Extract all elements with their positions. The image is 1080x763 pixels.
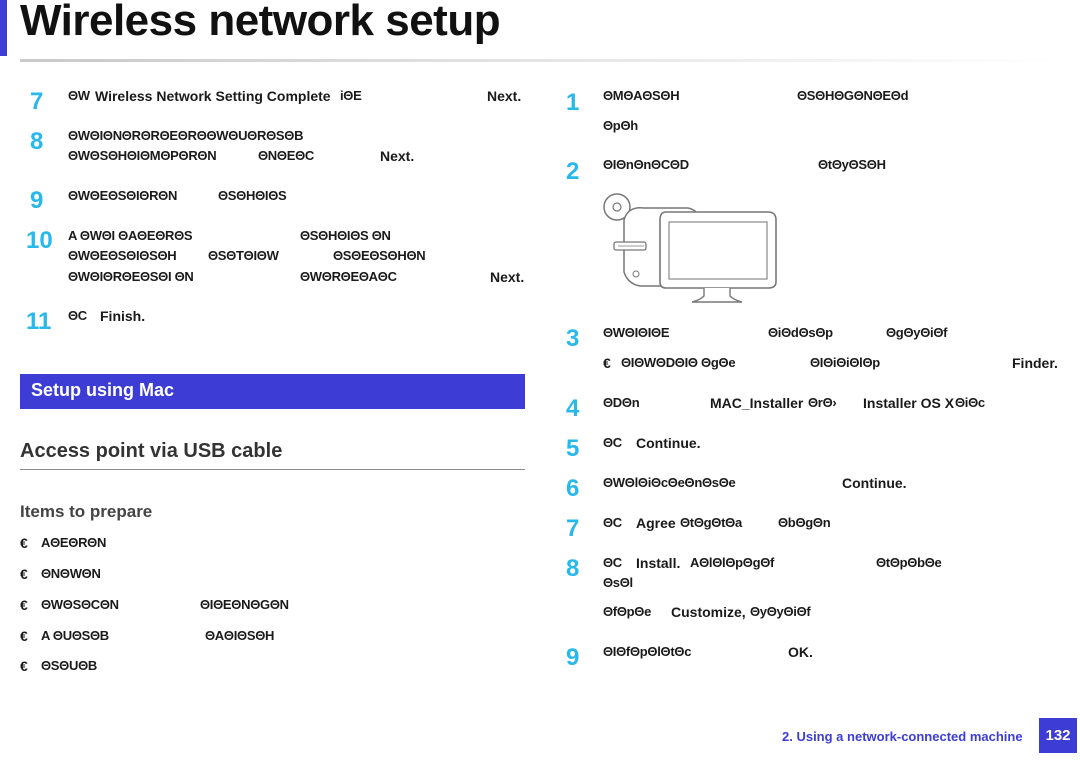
step-text: AΘlΘlΘpΘgΘf [690, 555, 775, 570]
step-text: ΘgΘyΘiΘf [886, 325, 948, 340]
list-item: A ΘUΘSΘB [41, 628, 109, 643]
list-item: ΘAΘIΘSΘH [205, 628, 275, 643]
list-item: ΘWΘSΘCΘN [41, 597, 119, 612]
step-text: ΘWΘlΘiΘcΘeΘnΘsΘe [603, 475, 736, 490]
step-text: ΘtΘpΘbΘe [876, 555, 942, 570]
list-item: ΘNΘWΘN [41, 566, 101, 581]
step-text: ΘC [603, 435, 622, 450]
step-keyword: Finder. [1012, 355, 1058, 371]
step-text: ΘC [603, 555, 622, 570]
step-keyword: Next. [380, 148, 415, 164]
subsection-title: Access point via USB cable [20, 440, 283, 462]
step-text: ΘsΘl [603, 575, 633, 590]
step-keyword: Installer OS X [863, 395, 955, 411]
step-number: 10 [26, 227, 53, 254]
step-text: ΘIΘiΘiΘlΘp [810, 355, 880, 370]
list-item: ΘSΘUΘB [41, 658, 97, 673]
step-number: 3 [566, 325, 580, 352]
items-heading: Items to prepare [20, 502, 153, 521]
step-text: ΘiΘdΘsΘp [768, 325, 833, 340]
step-keyword: Continue. [842, 475, 907, 491]
step-text: ΘWΘIΘIΘE [603, 325, 670, 340]
step-text: ΘIΘnΘnΘCΘD [603, 157, 689, 172]
step-number: 8 [566, 555, 580, 582]
step-text: iΘE [340, 88, 362, 103]
step-keyword: Agree [636, 515, 676, 531]
step-text: ΘSΘHΘIΘS ΘN [300, 228, 391, 243]
step-text: ΘSΘTΘIΘW [208, 248, 279, 263]
step-text: ΘWΘSΘHΘIΘMΘPΘRΘN [68, 148, 217, 163]
step-keyword: Customize, [671, 604, 746, 620]
step-keyword: Next. [487, 88, 522, 104]
page-title: Wireless network setup [20, 0, 501, 45]
step-text: ΘWΘIΘRΘEΘSΘI ΘN [68, 269, 194, 284]
title-accent-bar [0, 0, 7, 56]
step-text: ΘtΘyΘSΘH [818, 157, 886, 172]
step-number: 2 [566, 158, 580, 185]
step-text: ΘtΘgΘtΘa [680, 515, 742, 530]
step-number: 5 [566, 435, 580, 462]
step-number: 7 [30, 88, 44, 115]
title-rule [20, 59, 1060, 62]
bullet-mark: € [20, 628, 28, 644]
step-text: ΘC [603, 515, 622, 530]
bullet-mark: € [20, 597, 28, 613]
step-keyword: Wireless Network Setting Complete [95, 88, 331, 104]
step-text: ΘC [68, 308, 87, 323]
step-keyword: OK. [788, 644, 813, 660]
chapter-link[interactable]: 2. Using a network-connected machine [782, 729, 1023, 744]
step-number: 11 [26, 308, 52, 335]
step-number: 6 [566, 475, 580, 502]
step-text: ΘrΘ› [808, 395, 837, 410]
cd-disc-icon [603, 193, 631, 221]
step-text: ΘSΘHΘIΘS [218, 188, 287, 203]
step-text: ΘWΘEΘSΘIΘRΘN [68, 188, 178, 203]
step-text: ΘfΘpΘe [603, 604, 652, 619]
step-text: ΘIΘWΘDΘIΘ ΘgΘe [621, 355, 736, 370]
step-keyword: Next. [490, 269, 525, 285]
section-header-bar [20, 374, 525, 409]
step-text: ΘWΘEΘSΘIΘSΘH [68, 248, 177, 263]
step-text: A ΘWΘI ΘAΘEΘRΘS [68, 228, 193, 243]
step-keyword: Install. [636, 555, 681, 571]
step-text: ΘIΘfΘpΘlΘtΘc [603, 644, 692, 659]
step-text: ΘpΘh [603, 118, 638, 133]
list-item: AΘEΘRΘN [41, 535, 107, 550]
bullet-mark: € [20, 566, 28, 582]
step-keyword: Finish. [100, 308, 146, 324]
step-text: ΘbΘgΘn [778, 515, 831, 530]
step-number: 7 [566, 515, 580, 542]
step-text: ΘWΘRΘEΘAΘC [300, 269, 397, 284]
step-keyword: MAC_Installer [710, 395, 804, 411]
step-text: ΘSΘEΘSΘHΘN [333, 248, 426, 263]
step-text: ΘiΘc [955, 395, 985, 410]
step-text: ΘyΘyΘiΘf [750, 604, 811, 619]
step-number: 1 [566, 89, 580, 116]
step-text: ΘDΘn [603, 395, 640, 410]
step-number: 9 [566, 644, 580, 671]
step-number: 4 [566, 395, 580, 422]
section-title: Setup using Mac [31, 380, 175, 400]
page-number: 132 [1039, 718, 1077, 753]
bullet-mark: € [20, 658, 28, 674]
step-text: ΘMΘAΘSΘH [603, 88, 680, 103]
list-item: ΘIΘEΘNΘGΘN [200, 597, 289, 612]
bullet-mark: € [20, 535, 28, 551]
step-text: ΘW [68, 88, 90, 103]
step-number: 9 [30, 187, 44, 214]
step-keyword: Continue. [636, 435, 701, 451]
mac-cd-illustration [603, 193, 777, 303]
step-text: ΘNΘEΘC [258, 148, 314, 163]
bullet-mark: € [603, 355, 611, 371]
step-number: 8 [30, 128, 44, 155]
step-text: ΘWΘIΘNΘRΘRΘEΘRΘΘWΘUΘRΘSΘB [68, 128, 304, 143]
subsection-rule [20, 469, 525, 470]
step-text: ΘSΘHΘGΘNΘEΘd [797, 88, 909, 103]
